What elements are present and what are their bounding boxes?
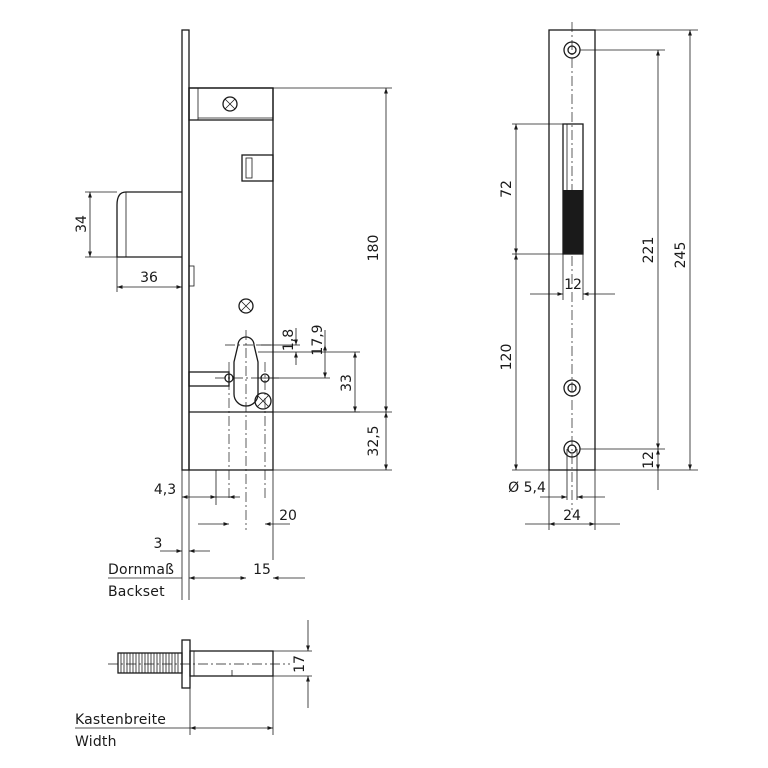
- screw-icon: [222, 96, 238, 112]
- dim-total-height: 245: [673, 242, 689, 269]
- dim-20: 20: [279, 508, 297, 524]
- dim-hole-span: 221: [641, 237, 657, 264]
- dim-case-height: 180: [366, 235, 382, 262]
- backset-label-en: Backset: [108, 584, 165, 600]
- width-label-en: Width: [75, 734, 117, 750]
- dim-bottom-edge: 12: [641, 451, 657, 469]
- lock-case: [188, 87, 274, 471]
- dim-plate-width: 24: [563, 508, 581, 524]
- bottom-view: 17 Kastenbreite Width: [75, 620, 312, 750]
- side-view: 72 120 12 221 245 12 Ø 5,4 24: [499, 22, 698, 530]
- backset-label-de: Dornmaß: [108, 562, 174, 578]
- screw-icon: [254, 392, 272, 410]
- dim-cyl-to-handle: 17,9: [310, 324, 326, 355]
- dim-bolt-height: 34: [74, 215, 90, 233]
- case-bottom: [189, 650, 274, 677]
- faceplate: [181, 29, 190, 471]
- dim-3: 3: [154, 536, 163, 552]
- screw-icon: [238, 298, 254, 314]
- dim-hole-diameter: Ø 5,4: [508, 480, 546, 496]
- dim-cyl-offset: 1,8: [281, 329, 297, 351]
- dim-4-3: 4,3: [154, 482, 176, 498]
- deadbolt: [116, 191, 182, 258]
- hatch-pattern: [120, 653, 179, 673]
- dim-slot-width: 12: [564, 277, 582, 293]
- dim-case-depth: 17: [292, 655, 308, 673]
- dim-bottom-offset: 32,5: [366, 425, 382, 456]
- dim-slot-height: 72: [499, 180, 515, 198]
- front-view: 34 36 180 1,8 17,9 33 32,5 4,3 20 3: [74, 29, 392, 600]
- dim-bolt-throw: 36: [140, 270, 158, 286]
- dim-15: 15: [253, 562, 271, 578]
- dim-cyl-span: 33: [339, 374, 355, 392]
- width-label-de: Kastenbreite: [75, 712, 166, 728]
- dim-lower-span: 120: [499, 344, 515, 371]
- latch-slot: [563, 190, 583, 254]
